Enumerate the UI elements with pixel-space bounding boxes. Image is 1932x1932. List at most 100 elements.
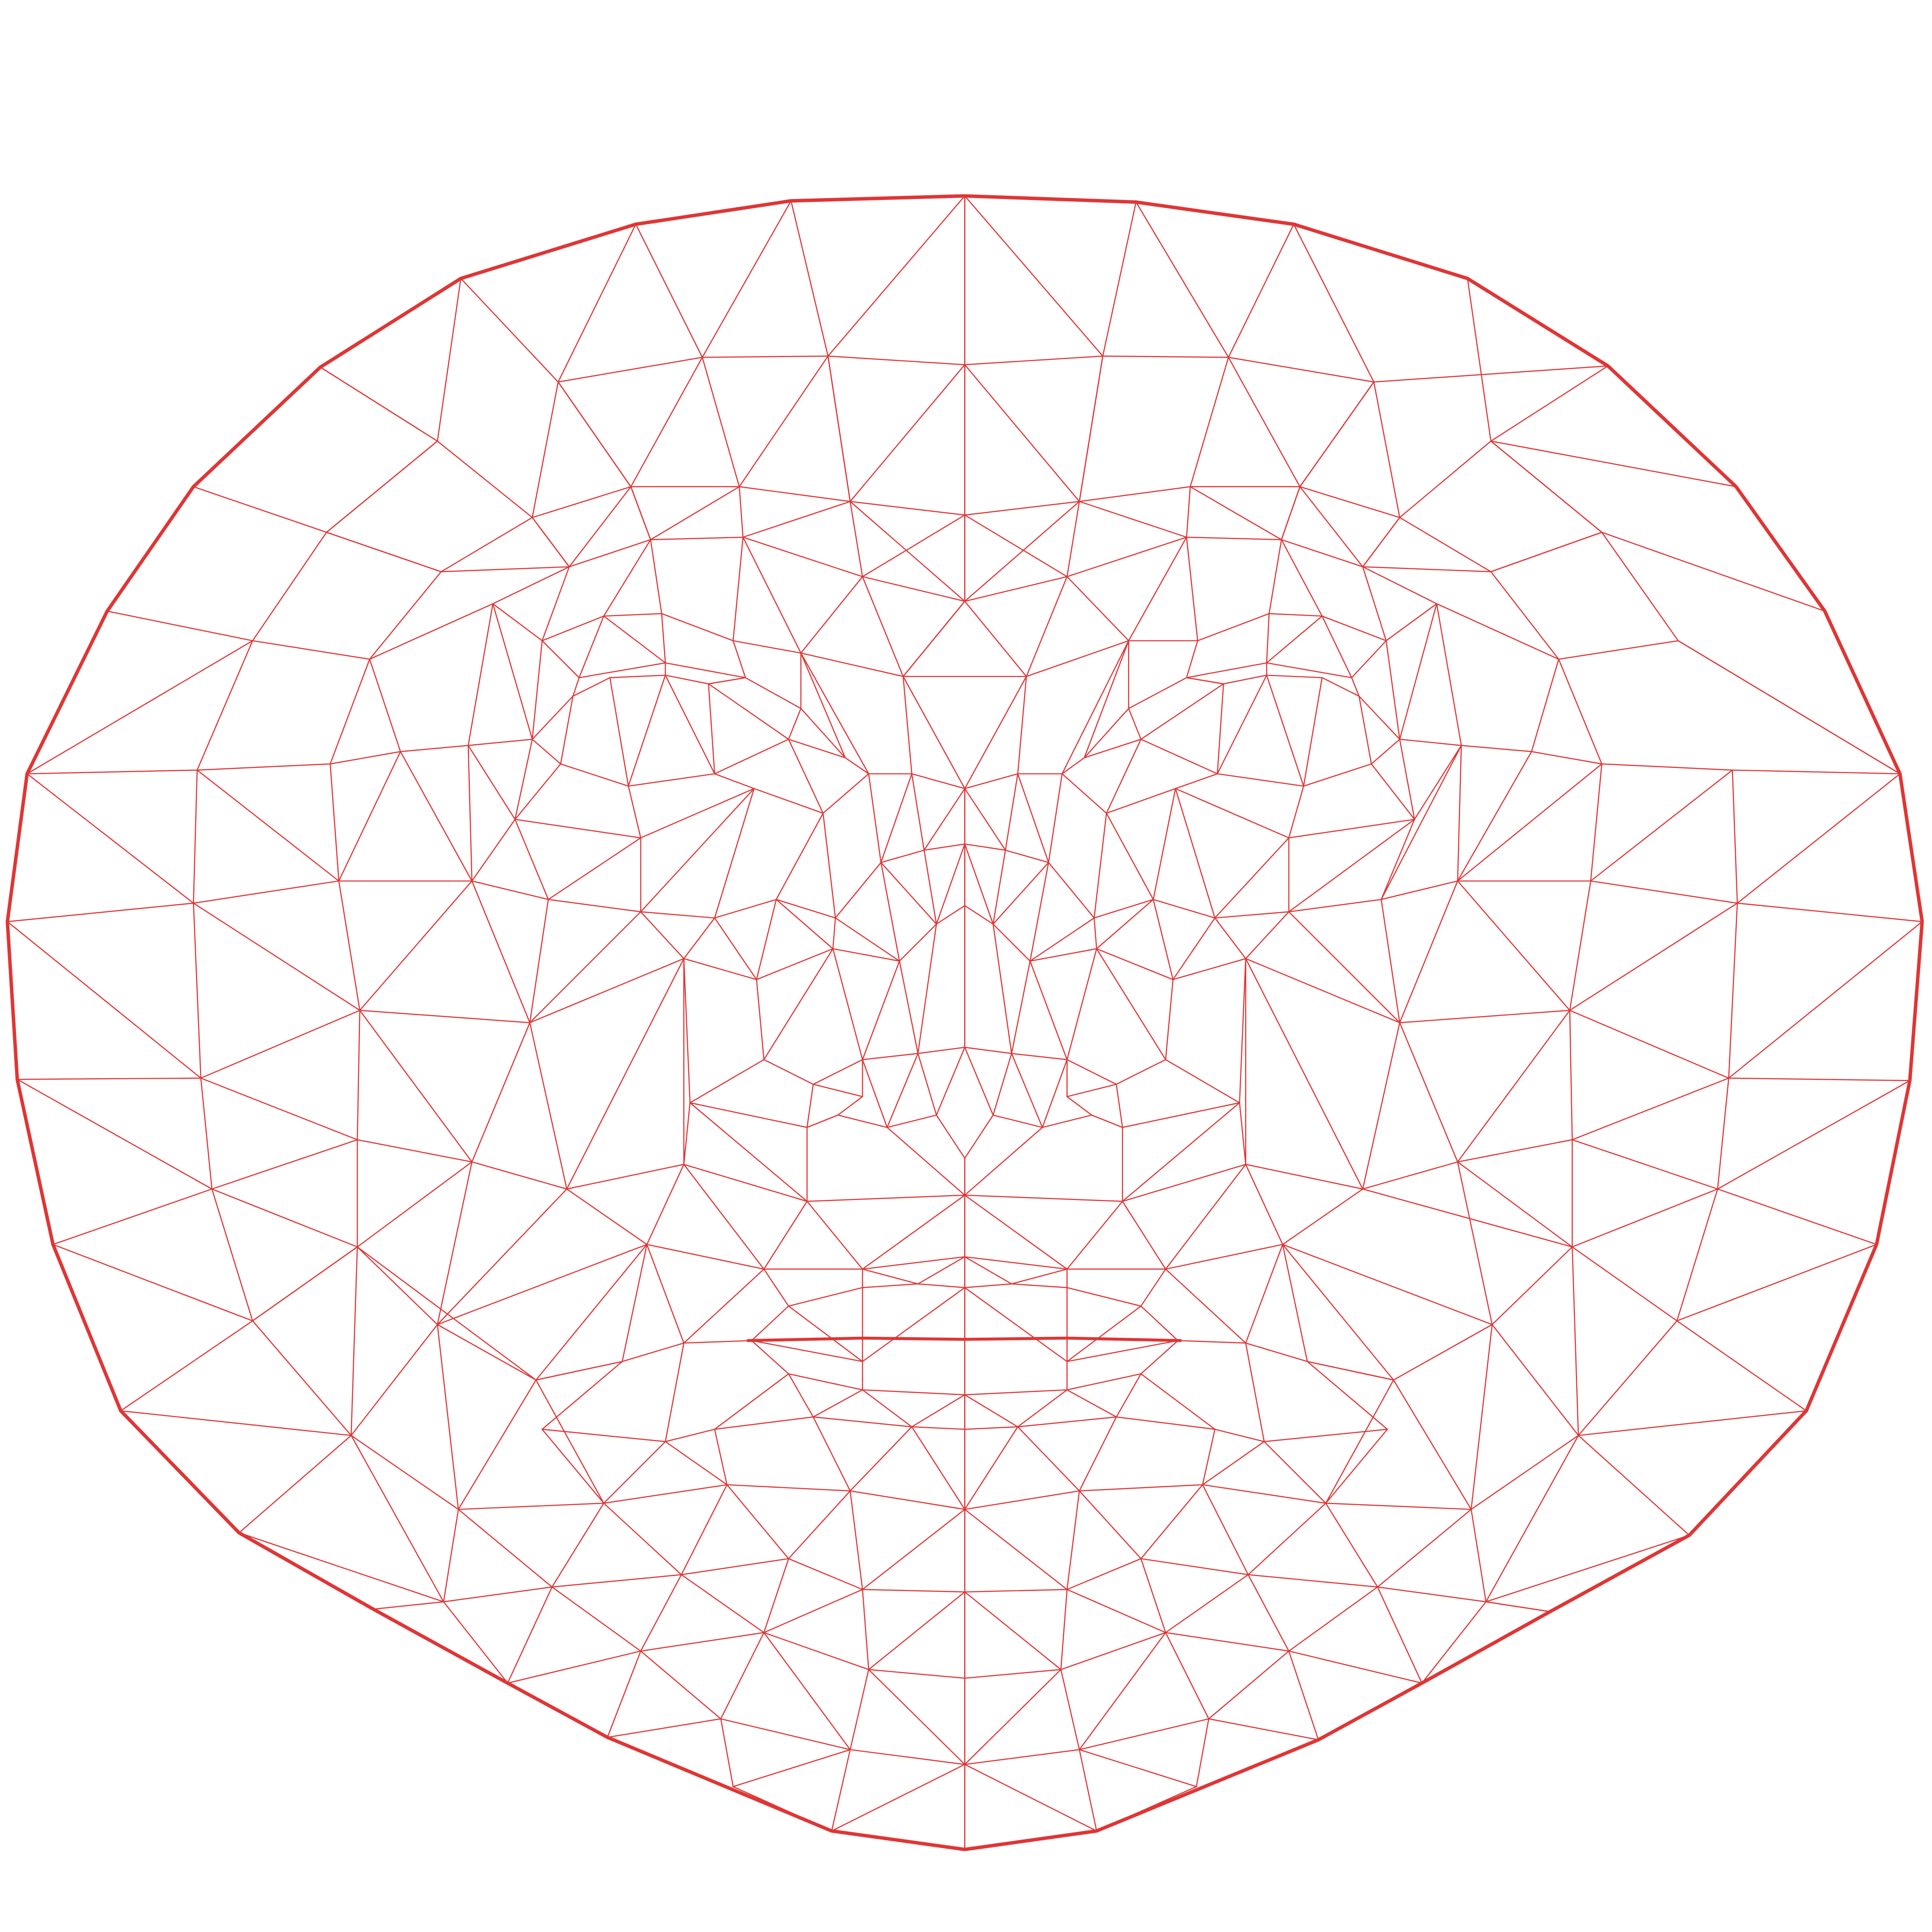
mesh-edge xyxy=(899,960,919,1054)
mesh-edge xyxy=(827,355,851,502)
mesh-edge xyxy=(708,683,790,740)
mesh-edge xyxy=(708,677,746,684)
mesh-edge xyxy=(471,880,531,1024)
mesh-edge xyxy=(192,902,360,1011)
mesh-edge xyxy=(788,708,802,740)
mesh-edge xyxy=(1457,1009,1571,1163)
mesh-edge xyxy=(689,1059,765,1104)
mesh-edge xyxy=(936,843,966,925)
mesh-edge xyxy=(1083,739,1400,787)
mesh-edge xyxy=(1281,486,1301,541)
mesh-edge xyxy=(1325,1429,1388,1504)
mesh-edge xyxy=(1060,1589,1068,1670)
mesh-edge xyxy=(726,1484,790,1559)
mesh-edge xyxy=(1079,355,1104,502)
mesh-edge xyxy=(1228,357,1301,488)
mesh-edge xyxy=(1676,1188,1718,1322)
mesh-edge xyxy=(683,1102,691,1165)
mesh-edge xyxy=(1325,1379,1394,1504)
mesh-edge xyxy=(1717,1080,1911,1190)
mesh-edge xyxy=(1399,1022,1458,1163)
mesh-edge xyxy=(1590,769,1733,882)
mesh-edge xyxy=(1048,773,1063,863)
mesh-edge xyxy=(788,739,824,814)
mesh-edge xyxy=(880,773,913,863)
mesh-edge xyxy=(1393,1379,1472,1510)
mesh-edge xyxy=(1029,862,1049,962)
mesh-edge xyxy=(775,899,834,949)
mesh-edge xyxy=(924,849,937,925)
mesh-edge xyxy=(1399,739,1901,774)
mesh-edge xyxy=(849,364,966,502)
mesh-edge xyxy=(1282,1188,1364,1245)
mesh-edge xyxy=(917,924,937,1054)
mesh-edge xyxy=(1140,683,1224,740)
mesh-edge xyxy=(756,899,777,980)
mesh-edge xyxy=(1005,773,1018,851)
mesh-edge xyxy=(902,675,913,774)
mesh-edge xyxy=(640,788,755,913)
mesh-edge xyxy=(806,1083,814,1128)
mesh-edge xyxy=(964,1127,1043,1196)
mesh-edge xyxy=(964,1591,1062,1670)
mesh-edge xyxy=(1245,911,1290,959)
mesh-edge xyxy=(1558,658,1603,765)
mesh-edge xyxy=(1083,675,1400,758)
mesh-edge xyxy=(369,658,401,752)
mesh-edge xyxy=(350,1324,438,1436)
mesh-edge xyxy=(806,1114,839,1128)
mesh-edge xyxy=(683,1164,765,1270)
mesh-edge xyxy=(1152,788,1176,900)
mesh-edge xyxy=(373,1601,444,1610)
mesh-edge xyxy=(338,751,401,882)
mesh-edge xyxy=(211,1188,253,1322)
mesh-edge xyxy=(822,812,836,919)
mesh-edge xyxy=(1228,224,1295,358)
mesh-edge xyxy=(458,1379,537,1510)
mesh-edge xyxy=(1266,675,1304,787)
mesh-edge xyxy=(26,773,194,904)
mesh-edge xyxy=(1457,745,1462,882)
mesh-edge xyxy=(1728,921,1923,1079)
mesh-edge xyxy=(1732,769,1738,904)
mesh-edge xyxy=(26,739,533,774)
mesh-edge xyxy=(714,1429,728,1485)
inner-mesh xyxy=(7,195,1923,1850)
mesh-edge xyxy=(886,1127,966,1196)
mesh-edge xyxy=(964,1669,1062,1765)
mesh-edge xyxy=(1362,1022,1400,1190)
mesh-edge xyxy=(964,788,1006,851)
mesh-edge xyxy=(1079,1490,1142,1559)
mesh-edge xyxy=(862,1589,869,1670)
mesh-edge xyxy=(1165,1632,1209,1720)
mesh-edge xyxy=(1288,763,1416,839)
mesh-edge xyxy=(1491,1324,1579,1436)
mesh-edge xyxy=(964,501,1080,602)
mesh-edge xyxy=(800,652,869,774)
mesh-edge xyxy=(541,1429,605,1504)
mesh-edge xyxy=(1281,539,1323,617)
mesh-edge xyxy=(902,195,966,677)
mesh-edge xyxy=(1457,751,1532,882)
mesh-edge xyxy=(1578,1435,1690,1536)
mesh-edge xyxy=(800,652,846,758)
lip-seam xyxy=(746,1336,1182,1342)
mesh-edge xyxy=(742,536,802,654)
mesh-edge xyxy=(200,1077,213,1190)
mesh-edge xyxy=(441,516,533,573)
mesh-edge xyxy=(551,1502,605,1588)
mesh-edge xyxy=(1485,1435,1579,1603)
mesh-edge xyxy=(7,921,201,1079)
mesh-edge xyxy=(1399,603,1438,740)
mesh-edge xyxy=(1282,1244,1394,1381)
mesh-edge xyxy=(1017,1389,1068,1428)
mesh-edge xyxy=(1381,899,1400,1024)
mesh-edge xyxy=(350,1246,358,1436)
mesh-edge xyxy=(964,1256,1012,1285)
mesh-edge xyxy=(681,1574,765,1633)
mesh-edge xyxy=(1079,1718,1209,1750)
mesh-edge xyxy=(763,1632,851,1750)
mesh-edge xyxy=(1578,1320,1678,1436)
mesh-edge xyxy=(1239,958,1247,1104)
